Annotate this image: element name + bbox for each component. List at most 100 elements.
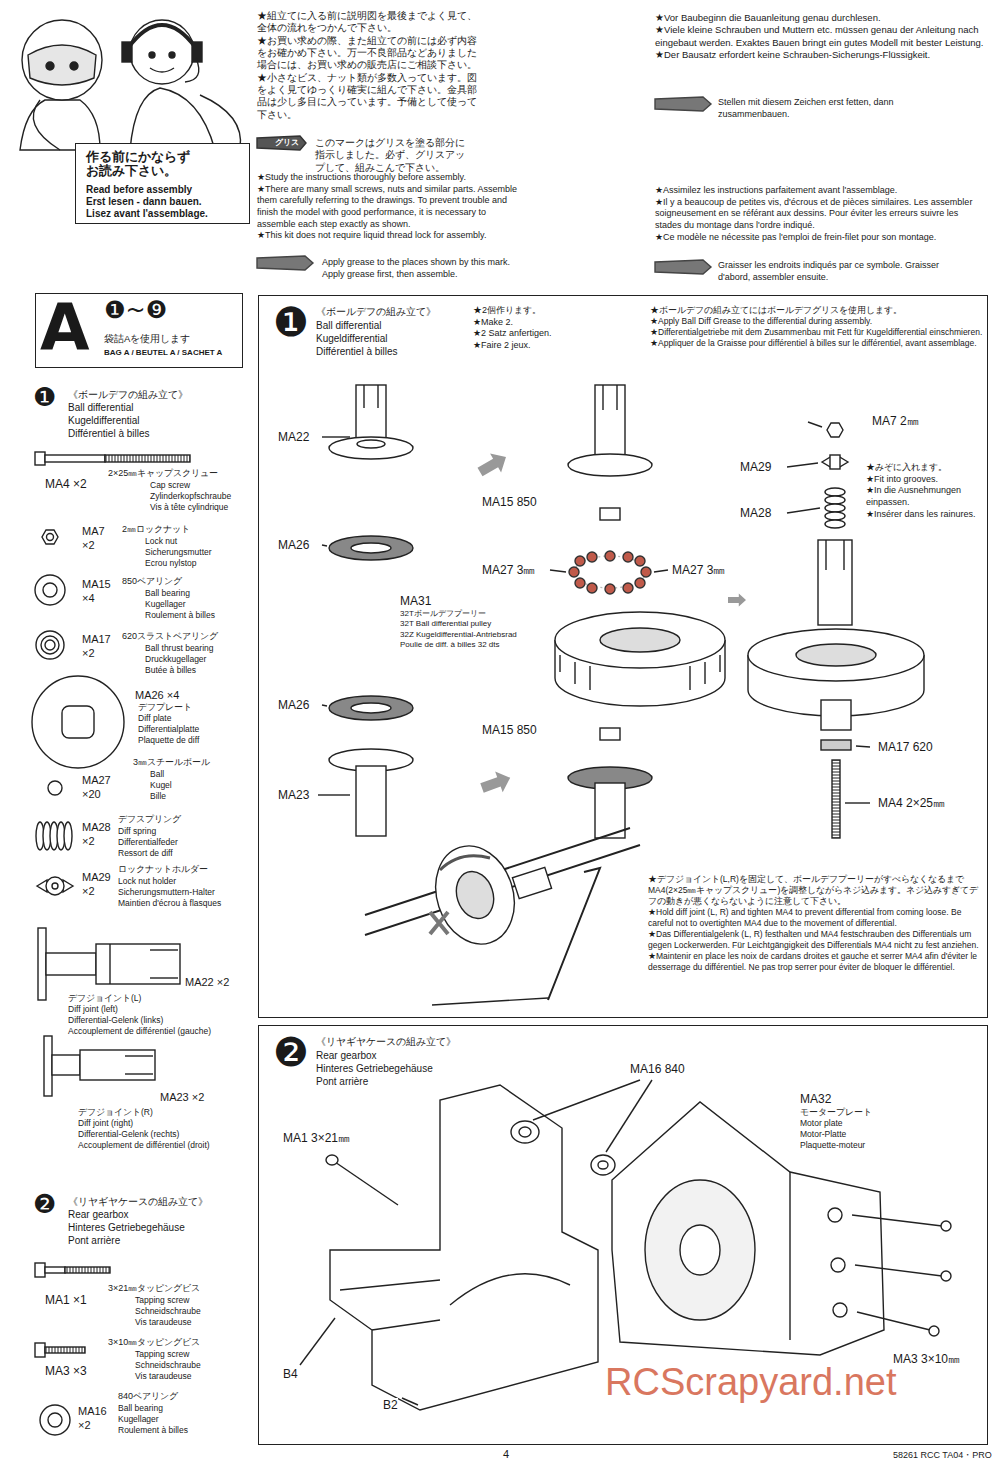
note-text: ★Insérer dans les rainures. [866, 509, 984, 521]
text-column: デフジョイント(R)Diff joint (right)Differential… [78, 1107, 210, 1151]
note-text: Schneidschraube [135, 1360, 201, 1371]
note-text: ★Maintenir en place les noix de cardans … [648, 951, 983, 973]
part-label: MA15 850 [482, 495, 537, 511]
text-column: MA4 ×2 [45, 477, 87, 493]
note-text: Kugel [150, 780, 172, 791]
note-text: Differentialplatte [138, 724, 199, 735]
note-text: Diff joint (left) [68, 1004, 118, 1015]
note-text: ★Ce modèle ne nécessite pas l'emploi de … [655, 232, 985, 244]
note-text: Graisser les endroits indiqués par ce sy… [718, 260, 968, 283]
text-column: Ball thrust bearingDruckkugellagerButée … [145, 643, 214, 676]
note-text: ★This kit does not require liquid thread… [257, 230, 522, 242]
note-text: ★Make 2. [473, 317, 513, 329]
text-column: ★Study the instructions thoroughly befor… [257, 172, 522, 242]
note-text: Sicherungsmuttern-Halter [118, 887, 215, 898]
text-column: 《ボールデフの組み立て》Ball differentialKugeldiffer… [68, 388, 188, 440]
text-column: ★2個作ります。★Make 2.★2 Satz anfertigen.★Fair… [473, 305, 552, 352]
text-column: Apply grease to the places shown by this… [322, 257, 522, 280]
text-column: MA29 [740, 460, 771, 476]
part-label: MA4 ×2 [45, 477, 87, 493]
note-text: 3×21㎜タッピングビス [108, 1283, 200, 1295]
note-text: ★2 Satz anfertigen. [473, 328, 552, 340]
note-text: ★2個作ります。 [473, 305, 541, 317]
part-label: MA1 ×1 [45, 1293, 87, 1309]
note-text: デフプレート [138, 702, 192, 713]
text-column: Ball bearingKugellagerRoulement à billes [118, 1403, 188, 1436]
text-column: MA27 3㎜ [482, 563, 535, 579]
node-text: Lisez avant l'assemblage. [86, 208, 208, 220]
text-column: MA31 [400, 594, 431, 610]
text-column: MA15 850 [482, 723, 537, 739]
text-column: MA26 [278, 538, 309, 554]
text-column: Tapping screwSchneidschraubeVis taraudeu… [135, 1349, 201, 1382]
text-column: デフプレートDiff plateDifferentialplattePlaque… [138, 702, 199, 746]
part-label: B2 [383, 1398, 398, 1414]
text-column: ★組立てに入る前に説明図を最後までよく見て、全体の流れをつかんで下さい。★お買い… [257, 10, 482, 121]
step-number: ❶ [33, 384, 56, 410]
text-column: MA1 3×21㎜ [283, 1131, 350, 1147]
text-column: このマークはグリスを塗る部分に指示しました。必ず、グリスアップして、組みこんで下… [315, 137, 473, 174]
text-column: モータープレートMotor plateMotor-PlattePlaquette… [800, 1107, 872, 1151]
text-column: 620スラストベアリング [122, 631, 218, 643]
text-column: 58261 RCC TA04・PRO [893, 1450, 992, 1462]
note-text: グリス [275, 138, 299, 148]
note-text: 《ボールデフの組み立て》 [68, 388, 188, 401]
note-text: Schneidschraube [135, 1306, 201, 1317]
part-label: MA15 [82, 577, 111, 591]
text-column: MA7 2㎜ [872, 414, 919, 430]
text-column: 4 [503, 1447, 509, 1461]
note-text: 850ベアリング [122, 576, 182, 588]
note-text: 3㎜スチールボール [133, 757, 210, 769]
note-text: Stellen mit diesem Zeichen erst fetten, … [718, 97, 948, 120]
note-text: 32Tボールデフプーリー [400, 609, 486, 619]
note-text: Diff plate [138, 713, 171, 724]
text-column: MA16×2 [78, 1404, 107, 1433]
node-text: Hinteres Getriebegehäuse [316, 1063, 433, 1075]
note-text: ★Der Bausatz erfordert keine Schrauben-S… [655, 49, 985, 61]
text-column: ★デフジョイント(L,R)を固定して、ボールデフプーリーがすべらなくなるまでMA… [648, 874, 983, 973]
text-column: MA3 3×10㎜ [893, 1352, 960, 1368]
note-text: ★お買い求めの際、また組立ての前には必ず内容をお確かめ下さい。万一不良部品などあ… [257, 35, 482, 72]
note-text: Sicherungsmutter [145, 547, 212, 558]
bag-box: A❶~❾袋詰Aを使用しますBAG A / BEUTEL A / SACHET A [35, 293, 243, 368]
part-label: MA31 [400, 594, 431, 610]
note-text: 32T Ball differential pulley [400, 619, 491, 629]
text-column: ❷ [33, 1191, 56, 1217]
note-text: Differential-Gelenk (rechts) [78, 1129, 179, 1140]
note-text: Zylinderkopfschraube [150, 491, 231, 502]
node-heading: A [40, 296, 90, 360]
part-label: MA23 ×2 [160, 1090, 204, 1104]
text-column: ★Assimilez les instructions parfaitement… [655, 185, 985, 243]
text-column: MA27 3㎜ [672, 563, 725, 579]
part-label: MA26 ×4 [135, 688, 179, 702]
text-column: 3㎜スチールボール [133, 757, 210, 769]
note-text: ★Assimilez les instructions parfaitement… [655, 185, 985, 197]
part-label: MA27 3㎜ [672, 563, 725, 579]
note-text: Motor-Platte [800, 1129, 846, 1140]
note-text: ★Appliquer de la Graisse pour différenti… [650, 338, 985, 349]
text-column: ❶ [33, 384, 56, 410]
note-text: Bille [150, 791, 166, 802]
notice-board: 作る前にかならずお読み下さい。Read before assemblyErst … [75, 143, 250, 224]
note-text: Diff spring [118, 826, 156, 837]
text-column: MA22 ×2 [185, 975, 229, 989]
note-text: Plaquette-moteur [800, 1140, 865, 1151]
text-column: BallKugelBille [150, 769, 172, 802]
text-column: MA28×2 [82, 820, 111, 849]
note-text: モータープレート [800, 1107, 872, 1118]
note-text: Tapping screw [135, 1295, 189, 1306]
note-text: Vis à tête cylindrique [150, 502, 228, 513]
note-text: デフスプリング [118, 814, 181, 826]
part-label: MA28 [82, 820, 111, 834]
note-text: Kugellager [145, 599, 186, 610]
node-text: Différentiel à billes [316, 346, 398, 358]
node-text: ❶~❾ [104, 298, 167, 322]
node-text: 《リヤギヤケースの組み立て》 [316, 1036, 456, 1048]
note-text: ★In die Ausnehmungen einpassen. [866, 485, 984, 508]
note-text: Plaquette de diff [138, 735, 199, 746]
note-text: Diff joint (right) [78, 1118, 133, 1129]
note-text: ★デフジョイント(L,R)を固定して、ボールデフプーリーがすべらなくなるまでMA… [648, 874, 983, 907]
note-text: ★Das Differentialgelenk (L, R) festhalte… [648, 929, 983, 951]
part-label: MA28 [740, 506, 771, 522]
note-text: 2×25㎜キャップスクリュー [108, 468, 218, 480]
